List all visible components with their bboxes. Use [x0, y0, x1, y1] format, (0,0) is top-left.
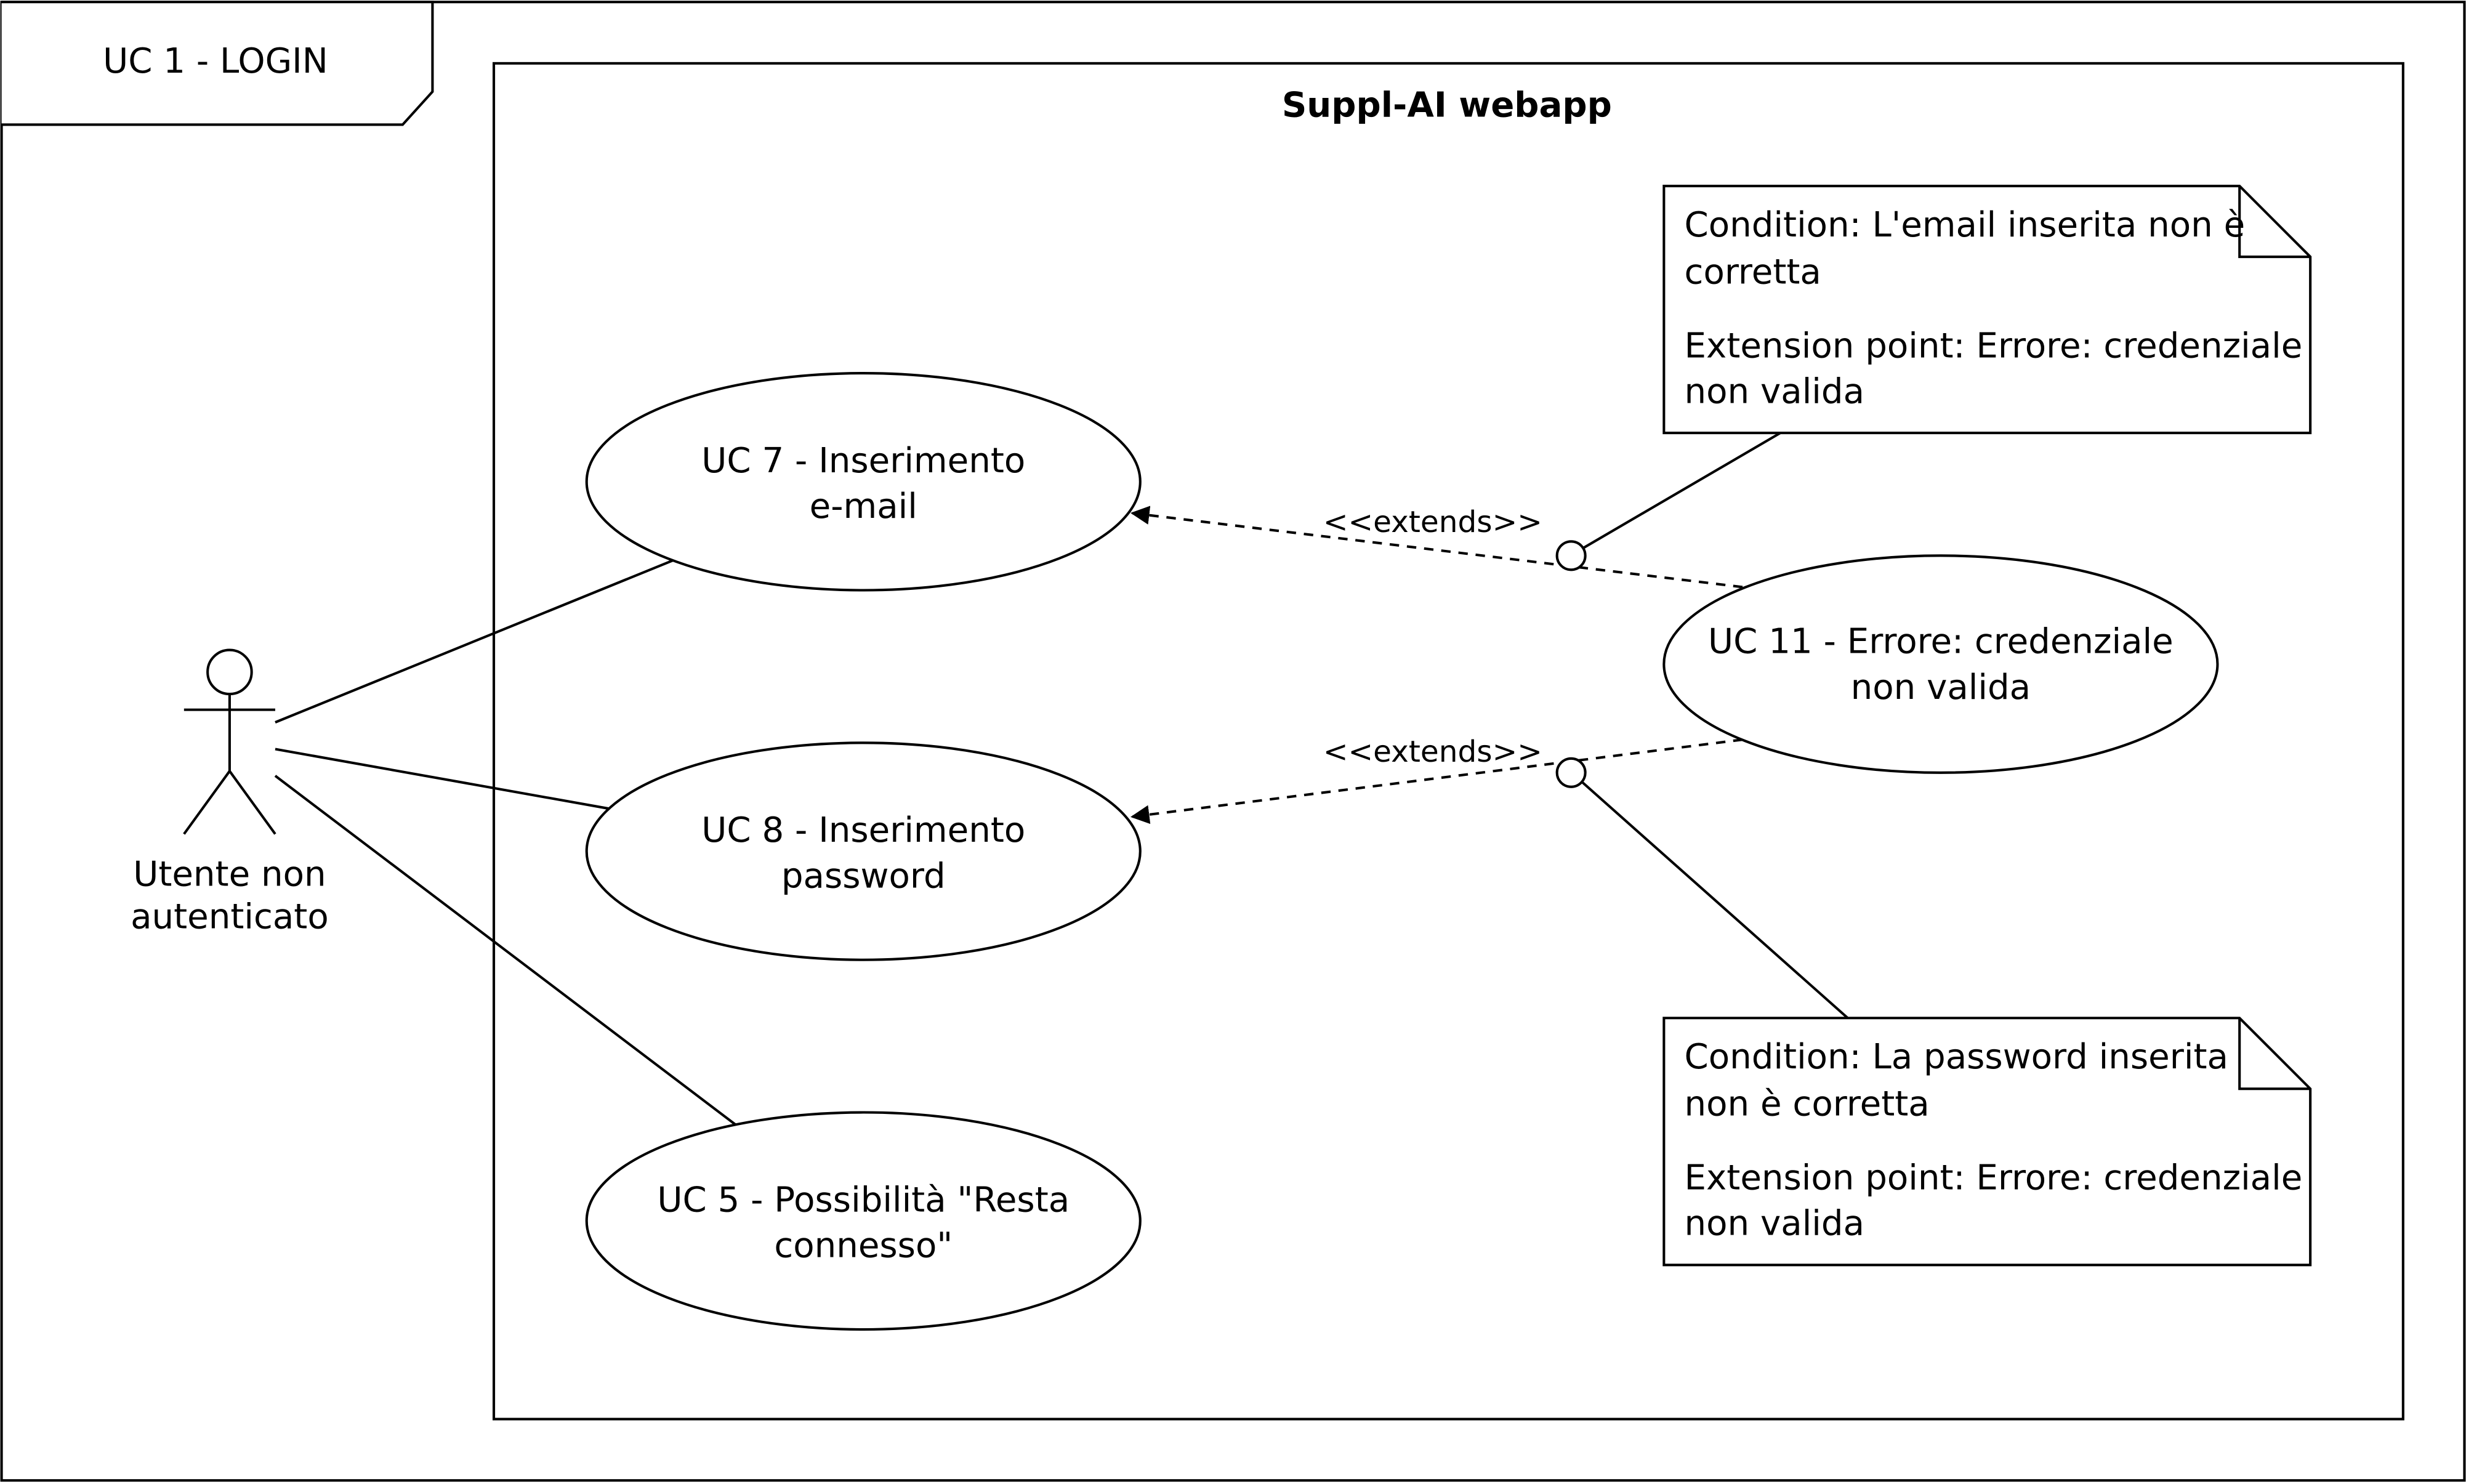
note1-condition-line2: corretta — [1685, 252, 1821, 292]
extends-label-1: <<extends>> — [1323, 505, 1542, 539]
note2-condition-line2: non è corretta — [1685, 1084, 1930, 1124]
note2-extension-line2: non valida — [1685, 1204, 1864, 1244]
association-uc8 — [275, 748, 611, 810]
uc7-label-line1: UC 7 - Inserimento — [701, 441, 1025, 481]
actor-head — [206, 648, 253, 696]
note-password: Condition: La password inserita non è co… — [1662, 1017, 2312, 1267]
actor-left-leg — [183, 770, 231, 835]
note1-extension-line2: non valida — [1685, 372, 1864, 412]
uc11-label-line1: UC 11 - Errore: credenziale — [1708, 622, 2174, 662]
extension-point-marker-1 — [1555, 540, 1587, 571]
use-case-uc7: UC 7 - Inserimento e-mail — [585, 371, 1142, 592]
actor-label-line1: Utente non — [133, 855, 326, 895]
note-connector-2 — [1581, 781, 1851, 1021]
uc5-label-line1: UC 5 - Possibilità "Resta — [657, 1180, 1070, 1220]
actor-utente: Utente non autenticato — [131, 648, 329, 937]
frame-label: UC 1 - LOGIN — [103, 41, 328, 81]
uc7-label-line2: e-mail — [810, 486, 917, 526]
note2-condition-line1: Condition: La password inserita — [1685, 1037, 2228, 1077]
association-uc7 — [275, 559, 674, 724]
note1-condition-line1: Condition: L'email inserita non è — [1685, 205, 2246, 245]
frame-label-tab — [1, 1, 434, 126]
uc5-label-line2: connesso" — [774, 1226, 953, 1266]
note1-extension-line1: Extension point: Errore: credenziale — [1685, 326, 2303, 366]
system-title: Suppl-AI webapp — [1282, 86, 1612, 126]
actor-right-leg — [228, 770, 276, 835]
use-case-uc8: UC 8 - Inserimento password — [585, 741, 1142, 961]
use-case-uc5: UC 5 - Possibilità "Resta connesso" — [585, 1111, 1142, 1331]
note-connector-1 — [1583, 432, 1781, 549]
uc8-label-line2: password — [781, 856, 946, 896]
actor-label-line2: autenticato — [131, 897, 329, 937]
uc11-label-line2: non valida — [1851, 667, 2031, 708]
note-email: Condition: L'email inserita non è corret… — [1662, 185, 2312, 435]
uc8-label-line1: UC 8 - Inserimento — [701, 810, 1025, 850]
extends-label-2: <<extends>> — [1323, 735, 1542, 769]
association-uc5 — [274, 775, 737, 1126]
use-case-uc11: UC 11 - Errore: credenziale non valida — [1662, 554, 2219, 774]
note2-extension-line1: Extension point: Errore: credenziale — [1685, 1158, 2303, 1198]
extension-point-marker-2 — [1555, 757, 1587, 788]
